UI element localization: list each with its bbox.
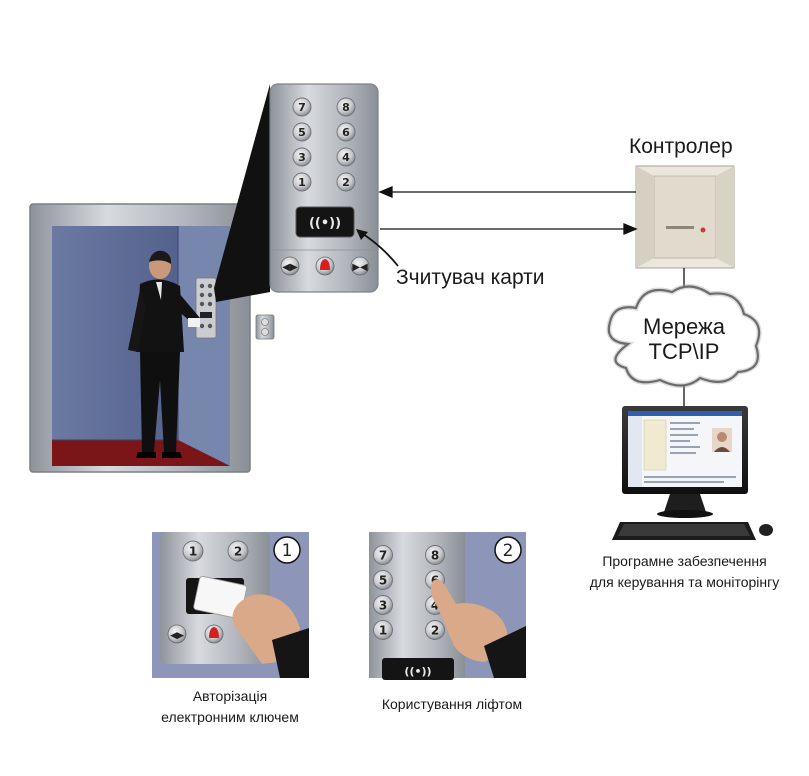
card-reader-label: Зчитувач карти bbox=[396, 266, 545, 289]
svg-text:▶◀: ▶◀ bbox=[352, 262, 368, 273]
network-label-line1: Мережа bbox=[643, 314, 725, 339]
floor-key bbox=[425, 620, 445, 640]
floor-key-label: 3 bbox=[298, 151, 306, 164]
floor-key-label: 1 bbox=[189, 544, 197, 558]
floor-key bbox=[292, 97, 312, 117]
network-label: Мережа TCP\IP bbox=[626, 314, 742, 364]
door-close-button bbox=[350, 256, 370, 276]
network-label-line2: TCP\IP bbox=[648, 339, 720, 364]
zoom-callout bbox=[214, 84, 270, 302]
software-label-line2: для керування та моніторінгу bbox=[589, 574, 780, 590]
floor-key-label: 2 bbox=[431, 623, 439, 637]
door-open-button bbox=[280, 256, 300, 276]
floor-key bbox=[373, 545, 393, 565]
svg-text:◀▶: ◀▶ bbox=[170, 631, 184, 641]
floor-key-label: 8 bbox=[431, 548, 439, 562]
floor-key-label: 1 bbox=[379, 623, 387, 637]
floor-key bbox=[373, 620, 393, 640]
software-label: Програмне забезпечення для керування та … bbox=[562, 551, 807, 593]
floor-key bbox=[336, 172, 356, 192]
floor-key-label: 5 bbox=[298, 126, 306, 139]
mouse bbox=[759, 524, 773, 536]
floor-key bbox=[182, 540, 204, 562]
controller-label: Контролер bbox=[629, 135, 733, 158]
step2-label: Користування ліфтом bbox=[381, 696, 523, 712]
floor-key-label: 5 bbox=[379, 573, 387, 587]
floor-key-label: 3 bbox=[379, 598, 387, 612]
step2-badge: 2 bbox=[503, 541, 514, 561]
floor-key-label: 2 bbox=[342, 176, 350, 189]
floor-key-label: 7 bbox=[298, 101, 306, 114]
step1-label-line1: Авторізація bbox=[192, 688, 268, 704]
svg-text:((•)): ((•)) bbox=[404, 665, 431, 678]
floor-key bbox=[336, 97, 356, 117]
floor-key-label: 1 bbox=[298, 176, 306, 189]
floor-key bbox=[373, 570, 393, 590]
rfid-icon: ((•)) bbox=[309, 216, 341, 231]
floor-key-label: 8 bbox=[342, 101, 350, 114]
monitor bbox=[622, 406, 748, 518]
svg-text:◀▶: ◀▶ bbox=[282, 262, 298, 273]
floor-key-label: 2 bbox=[234, 544, 242, 558]
floor-key-label: 7 bbox=[379, 548, 387, 562]
floor-key bbox=[336, 122, 356, 142]
card-reader bbox=[295, 206, 355, 238]
software-label-line1: Програмне забезпечення bbox=[602, 553, 767, 569]
floor-key bbox=[425, 545, 445, 565]
data-link-arrows bbox=[378, 186, 638, 235]
floor-key-label: 4 bbox=[342, 151, 350, 164]
floor-key bbox=[227, 540, 249, 562]
controller-box bbox=[635, 165, 735, 269]
elevator-button-panel: 7 8 5 6 3 4 1 2 ((•)) ◀▶ ▶◀ bbox=[269, 83, 379, 293]
hall-call-button bbox=[255, 314, 275, 340]
floor-key-label: 6 bbox=[342, 126, 350, 139]
floor-key bbox=[336, 147, 356, 167]
cabin-wall-panel bbox=[195, 277, 217, 339]
floor-key bbox=[292, 172, 312, 192]
network-cloud bbox=[606, 284, 762, 388]
floor-key bbox=[292, 122, 312, 142]
step1-badge: 1 bbox=[282, 541, 293, 561]
man-in-suit bbox=[128, 250, 200, 458]
step1-label-line2: електронним ключем bbox=[161, 709, 299, 725]
floor-key-label: 4 bbox=[431, 598, 439, 612]
floor-key bbox=[373, 595, 393, 615]
floor-key bbox=[292, 147, 312, 167]
step1-label: Авторізація електронним ключем bbox=[140, 686, 320, 728]
keyboard bbox=[612, 522, 773, 540]
step1-illustration: 1 2 ◀▶ 1 bbox=[152, 532, 309, 678]
card-reader-pointer bbox=[356, 229, 399, 267]
